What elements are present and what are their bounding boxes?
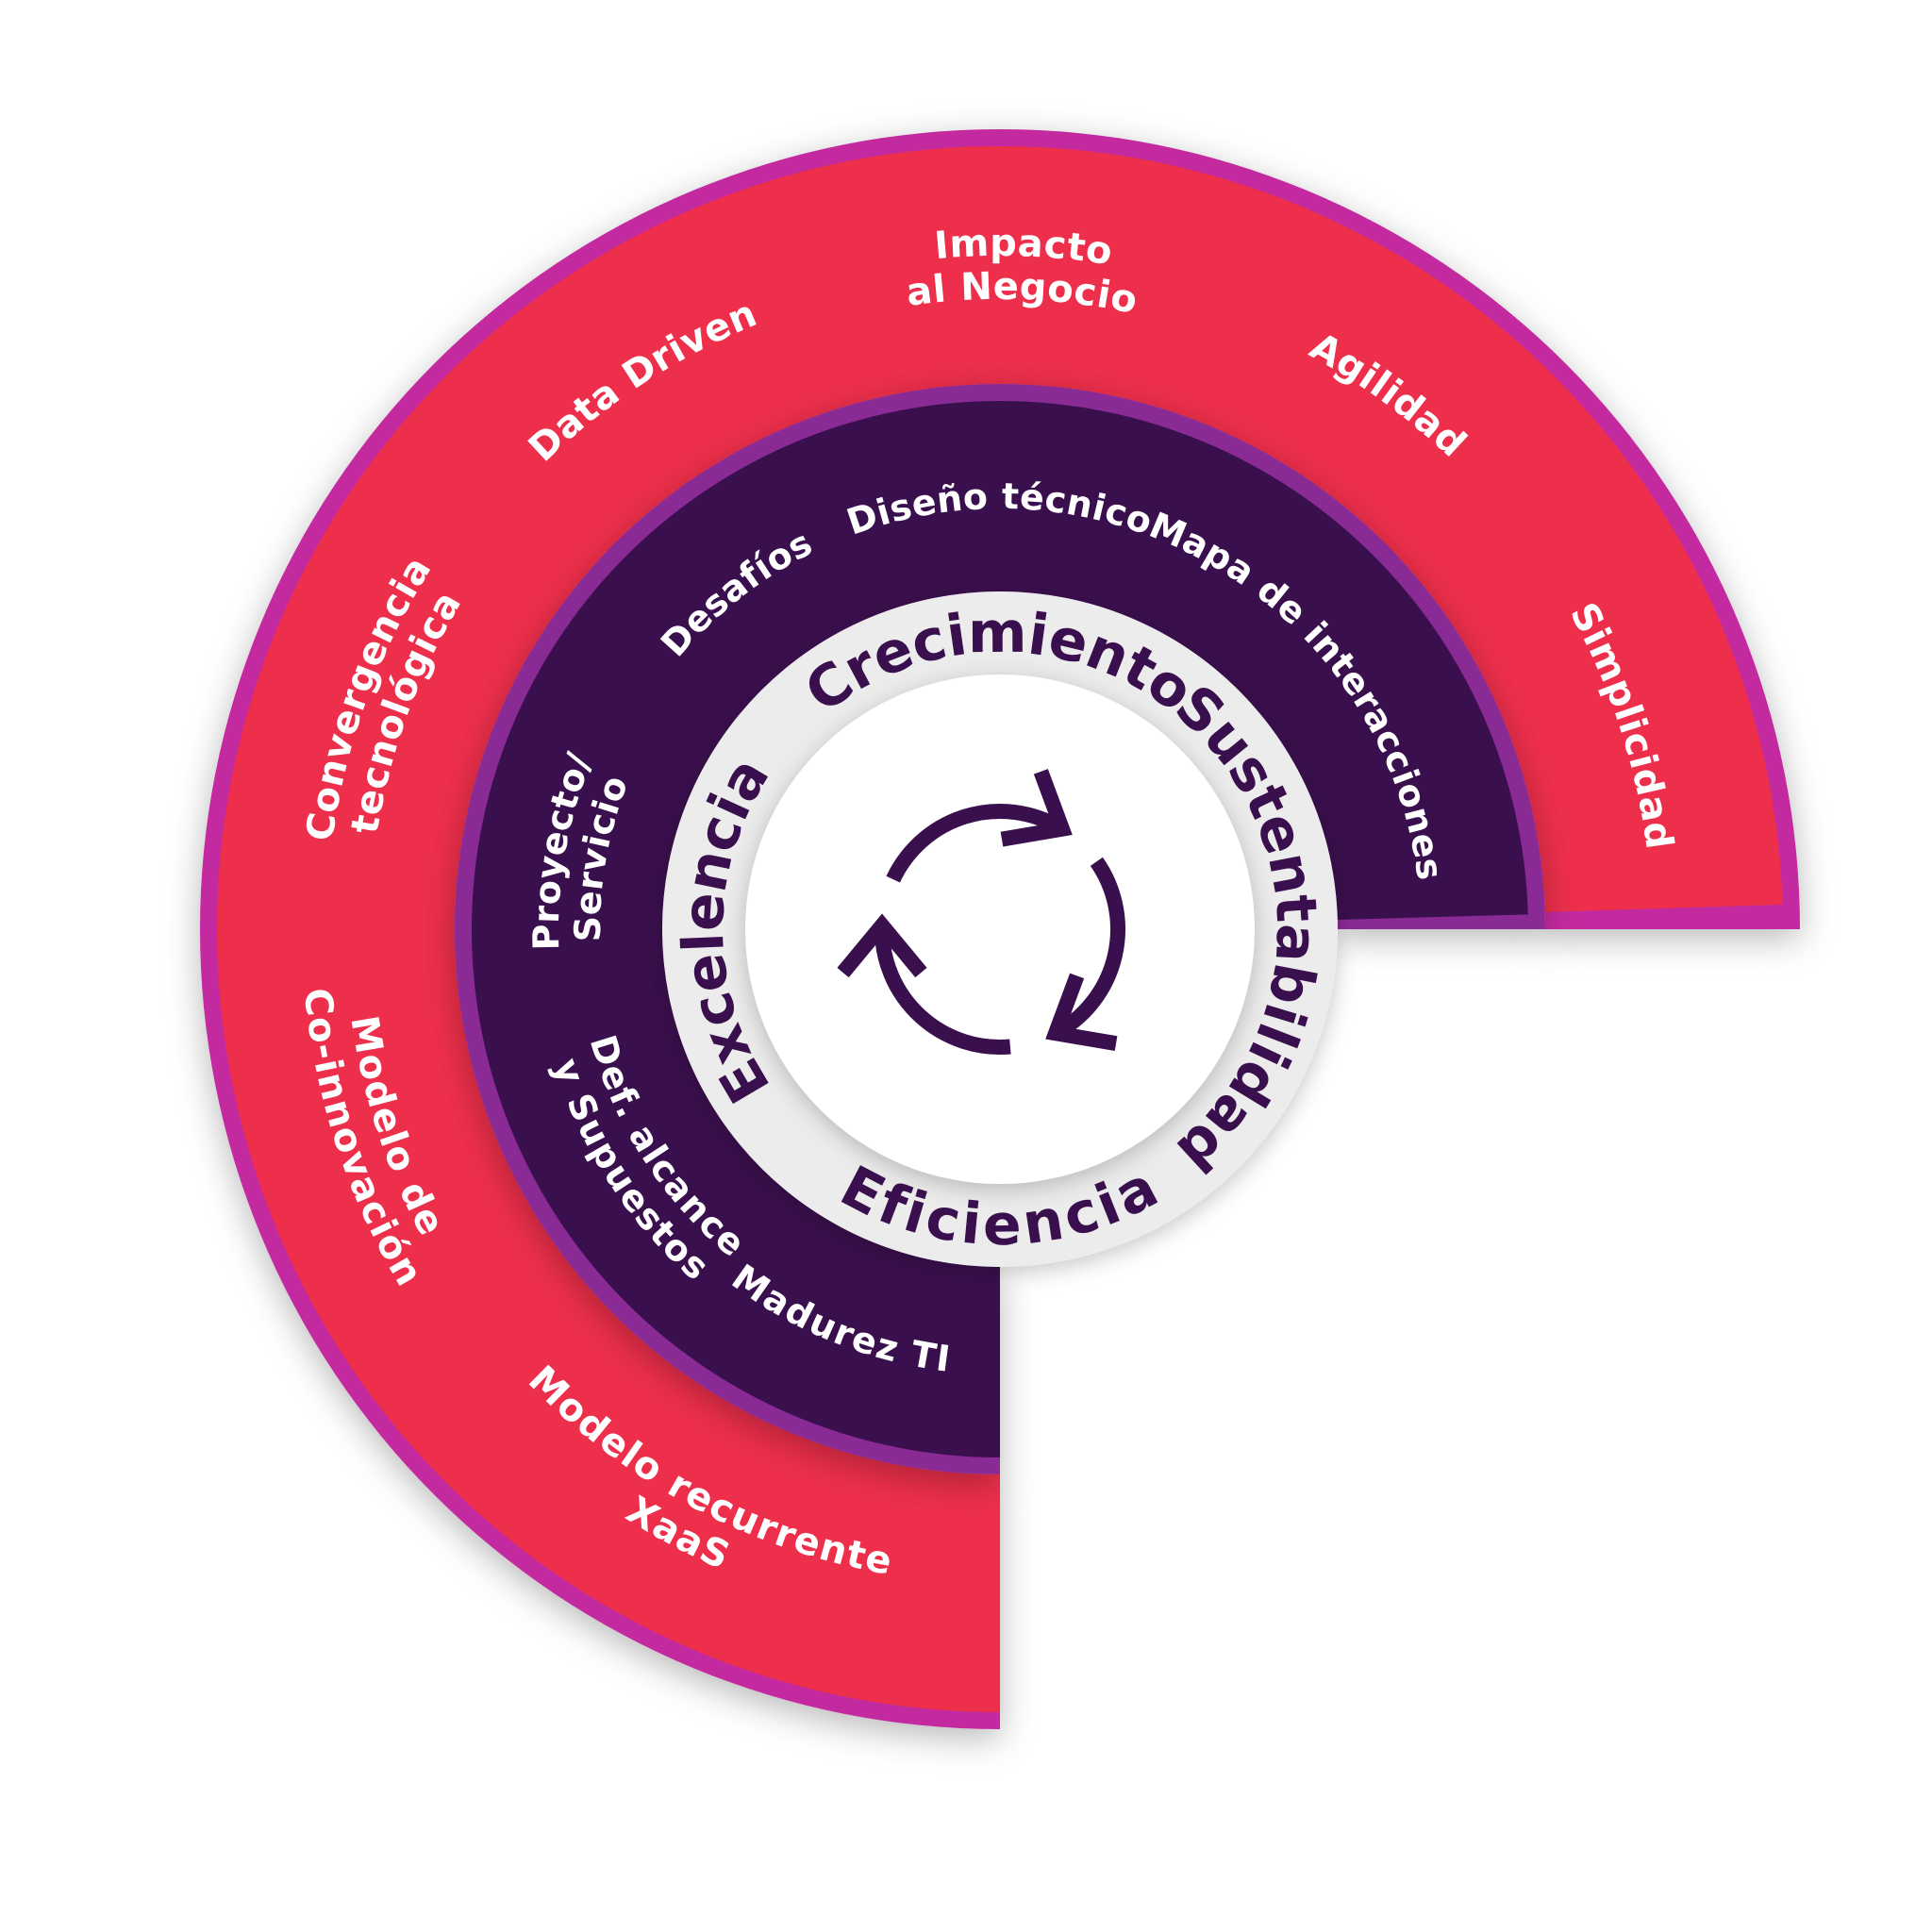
cycle-arrow-head <box>1045 973 1118 1051</box>
cycle-arrow-segment <box>1055 857 1125 1039</box>
outer-ring-label-5-line-1: Impacto <box>933 222 1116 275</box>
outer-ring-band <box>217 146 1783 1712</box>
cycle-arrow-head <box>1000 769 1073 847</box>
cycle-arrow-head <box>837 913 927 978</box>
middle-ring <box>455 384 1545 1474</box>
cycle-arrows-icon <box>837 769 1125 1055</box>
core-circle <box>745 675 1255 1184</box>
cycle-arrow-segment <box>874 928 1011 1055</box>
cycle-arrow-segment <box>886 804 1063 883</box>
outer-ring <box>200 129 1800 1729</box>
middle-ring-band <box>472 400 1528 1457</box>
